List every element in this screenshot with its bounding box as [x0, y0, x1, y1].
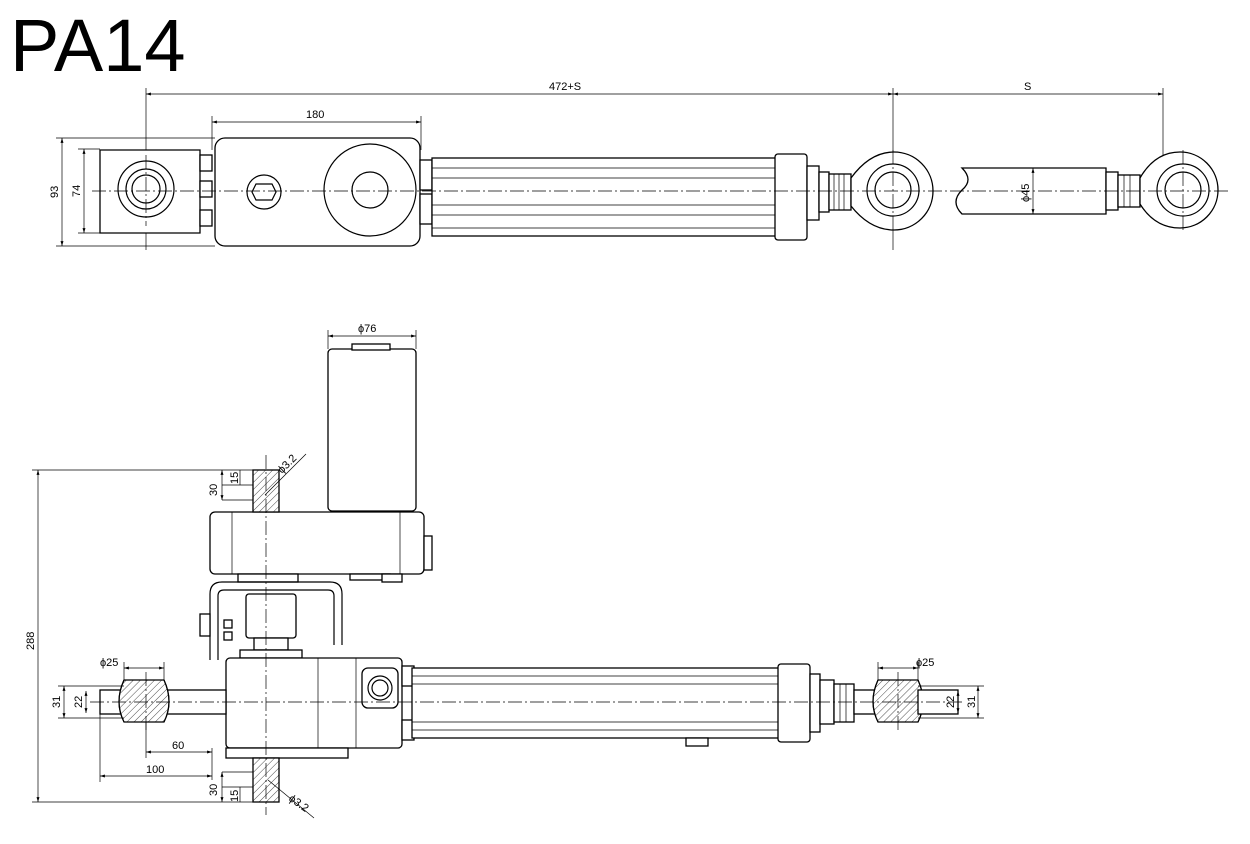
- mount-bracket-inner: [217, 589, 335, 660]
- extended-rod: [955, 167, 1107, 215]
- mount-bracket: [209, 581, 343, 660]
- bracket-nut: [223, 619, 233, 629]
- housing-base: [225, 747, 349, 759]
- top-view: 472+S S 180 93 74: [49, 81, 1230, 250]
- bolt: [381, 573, 403, 583]
- motor-body: [327, 348, 417, 512]
- dim-left-ball: ϕ25: [100, 657, 118, 669]
- dim-hole-bottom: ϕ3.2: [286, 793, 310, 815]
- coupling: [245, 593, 297, 639]
- dim-right-ball: ϕ25: [916, 657, 934, 669]
- side-port: [361, 667, 399, 709]
- tube-flange: [419, 159, 433, 191]
- dim-left-outer: 31: [51, 696, 63, 708]
- bolt-head: [199, 180, 213, 198]
- rear-clevis: [99, 149, 201, 234]
- gear-housing-top: [214, 137, 421, 247]
- dim-offset-100: 100: [146, 764, 164, 776]
- side-view: ϕ76 30 15 ϕ3.2: [25, 323, 984, 819]
- dim-bottom-outer: 30: [208, 784, 220, 796]
- hex-socket-outer: [246, 174, 282, 210]
- tube-flange: [419, 193, 433, 225]
- bolt-head: [199, 209, 213, 227]
- dim-height-inner: 74: [71, 185, 83, 197]
- hole-leader: [267, 779, 315, 819]
- gearbox-flange: [237, 573, 299, 583]
- bracket-bolt: [199, 613, 211, 637]
- side-thread: [833, 683, 855, 723]
- side-port-hole: [367, 675, 393, 701]
- bracket-nut: [223, 631, 233, 641]
- hole-leader: [264, 453, 307, 496]
- dim-right-outer: 31: [966, 696, 978, 708]
- dim-top-outer: 30: [208, 484, 220, 496]
- motor-end: [351, 343, 391, 351]
- dim-bottom-inner: 15: [229, 790, 241, 802]
- dim-rod-diameter: ϕ45: [1020, 184, 1032, 202]
- dim-total-height: 288: [25, 632, 37, 650]
- motor-cap: [323, 143, 417, 237]
- outer-tube: [431, 157, 778, 237]
- side-tube: [411, 667, 781, 739]
- motor-cap-center: [351, 171, 389, 209]
- side-port-inner: [371, 679, 389, 697]
- tube-bolt: [685, 737, 709, 747]
- dim-stroke: S: [1024, 81, 1031, 93]
- extended-rod-eye: [1139, 151, 1219, 229]
- dim-mount-length: 180: [306, 109, 324, 121]
- drawing-title: PA14: [10, 4, 186, 87]
- gearbox-plug: [423, 535, 433, 571]
- dim-overall: 472+S: [549, 81, 581, 93]
- dim-hole-top: ϕ3.2: [276, 452, 300, 476]
- gearbox: [209, 511, 425, 575]
- hex-socket: [251, 183, 277, 201]
- coupling-base: [239, 649, 303, 659]
- dim-top-inner: 15: [229, 472, 241, 484]
- tube-end-cap: [774, 153, 808, 241]
- side-rod-seal: [809, 673, 821, 733]
- coupling-neck: [253, 637, 289, 651]
- side-end-cap: [777, 663, 811, 743]
- dim-height-outer: 93: [49, 186, 61, 198]
- rear-ball-hatch: [118, 679, 170, 723]
- nut: [818, 171, 830, 213]
- dim-motor-diameter: ϕ76: [358, 323, 376, 335]
- threaded-rod: [828, 173, 852, 211]
- dim-offset-60: 60: [172, 740, 184, 752]
- dim-left-inner: 22: [73, 696, 85, 708]
- rod-seal: [806, 165, 820, 221]
- bolt-head: [199, 154, 213, 172]
